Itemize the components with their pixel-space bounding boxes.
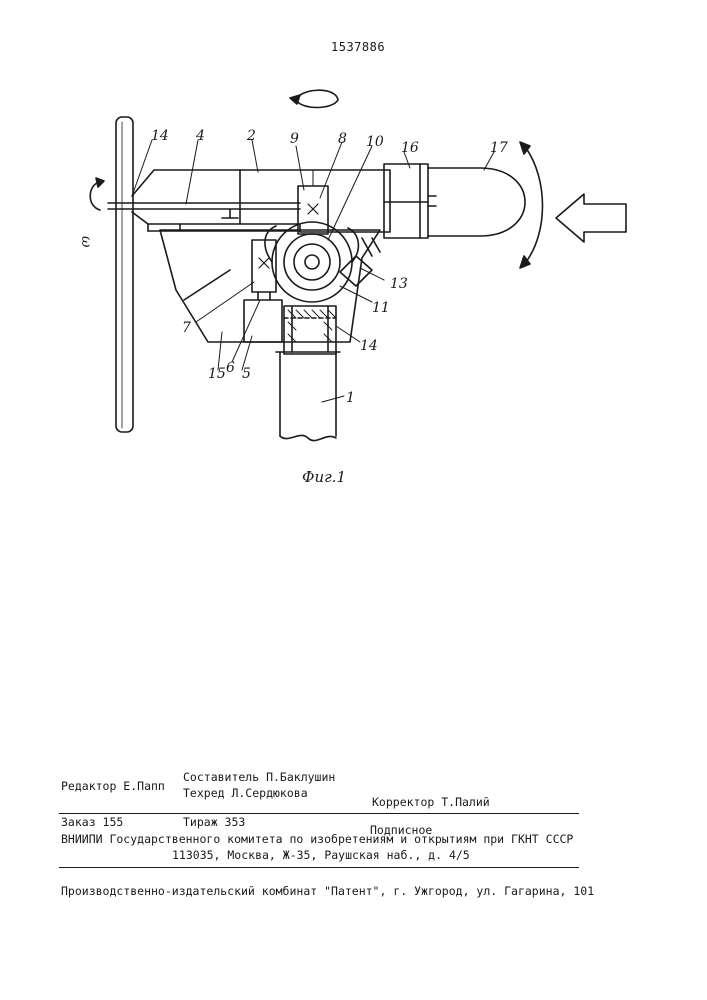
divider-top bbox=[59, 813, 579, 814]
gear-assembly-10 bbox=[265, 222, 358, 302]
callout-15: 14 bbox=[360, 338, 378, 354]
box-5 bbox=[244, 300, 282, 342]
callout-4: 4 bbox=[195, 128, 205, 144]
techred-text: Техред Л.Сердюкова bbox=[183, 786, 308, 800]
publisher-text: Производственно-издательский комбинат "П… bbox=[61, 884, 594, 898]
callout-8: 8 bbox=[338, 131, 347, 147]
callout-14: 15 bbox=[208, 366, 226, 382]
pitch-arc-arrow bbox=[520, 142, 543, 268]
patent-number: 1537886 bbox=[331, 40, 385, 54]
callout-9: 9 bbox=[290, 131, 299, 147]
callout-3: 14 bbox=[151, 128, 169, 144]
callout-7: 7 bbox=[182, 320, 191, 336]
order-text: Заказ 155 bbox=[61, 815, 123, 829]
callout-5: 5 bbox=[242, 366, 251, 382]
print-run-text: Тираж 353 bbox=[183, 815, 245, 829]
callout-16: 16 bbox=[401, 140, 419, 156]
compiler-text: Составитель П.Баклушин bbox=[183, 770, 335, 784]
subscription-text: Подписное bbox=[370, 823, 432, 837]
nacelle-2 bbox=[132, 170, 390, 232]
callout-2: 2 bbox=[246, 128, 256, 144]
bearing-15 bbox=[284, 306, 336, 354]
address-text: 113035, Москва, Ж-35, Раушская наб., д. … bbox=[172, 848, 470, 862]
figure-caption: Фиг.1 bbox=[302, 468, 346, 486]
callout-1: 1 bbox=[346, 390, 355, 406]
callout-11: 11 bbox=[372, 300, 390, 316]
technical-drawing: 14 4 2 9 8 10 16 17 ω 7 15 6 5 13 11 14 … bbox=[0, 60, 707, 490]
yaw-rotation-arrow bbox=[290, 90, 338, 107]
nose-17 bbox=[428, 168, 525, 236]
divider-bottom bbox=[59, 867, 579, 868]
wind-arrow bbox=[556, 194, 626, 242]
element-13 bbox=[340, 238, 380, 286]
corrector-text: Корректор Т.Палий bbox=[372, 795, 490, 809]
callout-13: 13 bbox=[390, 276, 408, 292]
institute-text: ВНИИПИ Государственного комитета по изоб… bbox=[61, 832, 573, 846]
callout-6: 6 bbox=[226, 360, 235, 376]
omega-symbol: ω bbox=[78, 236, 94, 248]
callout-17: 17 bbox=[490, 140, 508, 156]
rotor-rotation-arrow bbox=[90, 178, 104, 210]
tower-1 bbox=[276, 352, 340, 441]
housing-14 bbox=[160, 230, 380, 342]
blade-3 bbox=[116, 117, 133, 432]
callout-10: 10 bbox=[366, 134, 384, 150]
editor-text: Редактор Е.Папп bbox=[61, 779, 165, 793]
